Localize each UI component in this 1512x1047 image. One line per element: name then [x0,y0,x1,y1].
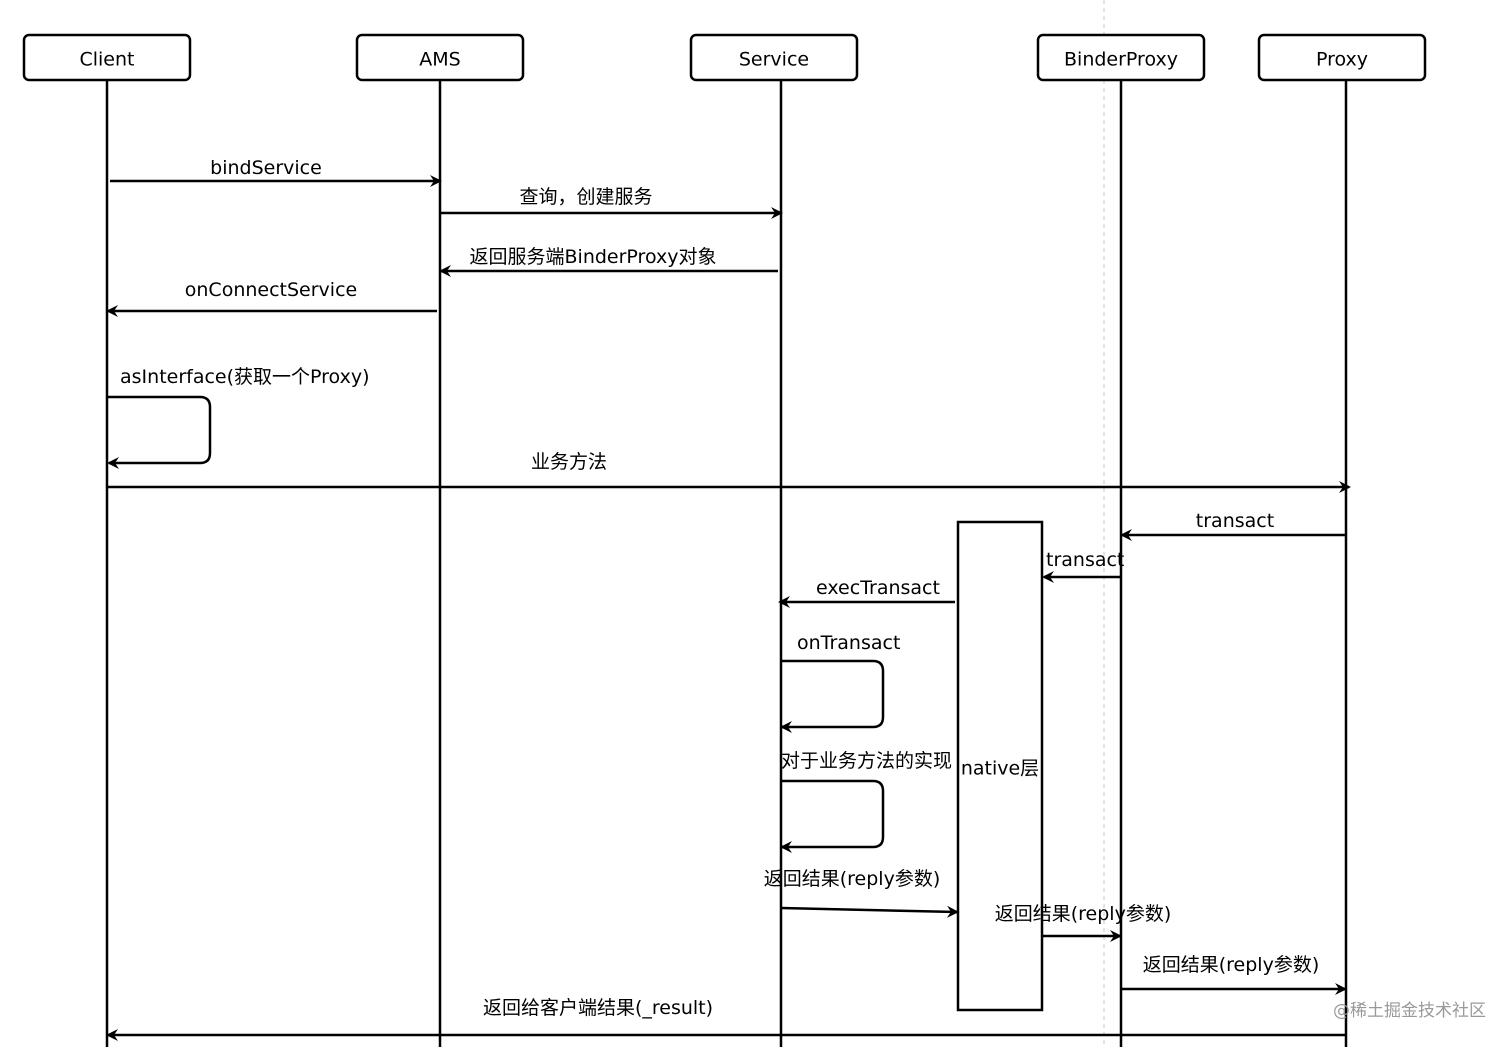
participant-client-label: Client [79,49,134,71]
participant-service-label: Service [739,49,809,71]
message-business-impl-label: 对于业务方法的实现 [781,750,952,772]
message-as-interface-self-call [107,395,212,469]
participant-proxy-label: Proxy [1316,49,1368,71]
message-return-result-client-label: 返回给客户端结果(_result) [483,997,713,1019]
message-return-reply-binderproxy-label: 返回结果(reply参数) [1143,954,1320,976]
native-layer-box [956,520,1044,1012]
participant-binderproxy-label: BinderProxy [1064,49,1178,71]
participant-service: Service [689,33,859,82]
participant-ams: AMS [355,33,525,82]
message-transact-proxy-label: transact [1196,510,1274,532]
message-return-binderproxy-label: 返回服务端BinderProxy对象 [470,246,717,268]
message-on-transact-label: onTransact [797,632,900,654]
participant-proxy: Proxy [1257,33,1427,82]
participant-client: Client [22,33,192,82]
message-on-connect-service-label: onConnectService [185,279,357,301]
message-return-reply-service-label: 返回结果(reply参数) [764,868,941,890]
message-bind-service-label: bindService [210,157,322,179]
participant-ams-label: AMS [419,49,460,71]
message-on-transact-self-call [780,659,885,733]
participant-binderproxy: BinderProxy [1036,33,1206,82]
message-exec-transact-label: execTransact [816,577,940,599]
watermark: @稀土掘金技术社区 [1333,1001,1486,1021]
message-return-reply-service [780,905,959,918]
message-as-interface-label: asInterface(获取一个Proxy) [120,366,369,388]
message-business-method-label: 业务方法 [531,451,607,473]
message-query-create-label: 查询，创建服务 [519,186,652,208]
message-business-impl-self-call [780,779,885,853]
message-transact-binderproxy-label: transact [1046,549,1124,571]
native-layer-label: native层 [961,758,1039,780]
message-return-reply-native-label: 返回结果(reply参数) [995,903,1172,925]
